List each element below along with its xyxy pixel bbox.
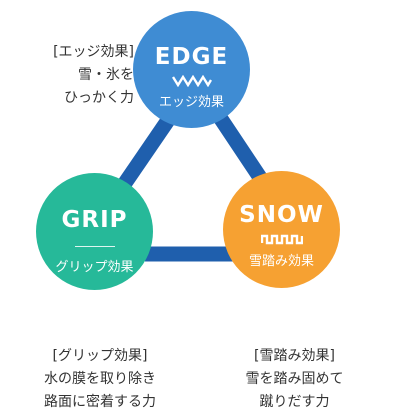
snow-note-heading: [雪踏み効果] — [254, 348, 335, 364]
edge-subtitle: エッジ効果 — [158, 95, 224, 110]
snow-note-line: 雪を踏み固めて — [245, 371, 344, 387]
square-wave-icon — [260, 234, 303, 245]
grip-note-heading: [グリップ効果] — [52, 348, 148, 364]
snow-circle: SNOW 雪踏み効果 — [223, 171, 340, 288]
edge-title: EDGE — [154, 44, 229, 70]
grip-title: GRIP — [61, 207, 128, 233]
snow-note-line: 蹴りだす力 — [259, 394, 330, 410]
edge-note: [エッジ効果] 雪・氷を ひっかく力 — [24, 41, 134, 110]
snow-subtitle: 雪踏み効果 — [248, 254, 314, 269]
edge-circle: EDGE エッジ効果 — [133, 11, 250, 128]
zigzag-icon — [171, 75, 212, 87]
grip-note: [グリップ効果] 水の膜を取り除き 路面に密着する力 — [20, 345, 180, 414]
grip-circle: GRIP グリップ効果 — [36, 173, 153, 290]
edge-note-heading: [エッジ効果] — [53, 44, 134, 60]
grip-divider — [74, 246, 115, 247]
grip-subtitle: グリップ効果 — [55, 260, 134, 275]
edge-note-line: 雪・氷を — [78, 67, 134, 83]
snow-note: [雪踏み効果] 雪を踏み固めて 蹴りだす力 — [222, 345, 367, 414]
grip-note-line: 路面に密着する力 — [44, 394, 156, 410]
edge-note-line: ひっかく力 — [64, 90, 134, 106]
grip-note-line: 水の膜を取り除き — [44, 371, 156, 387]
snow-title: SNOW — [239, 202, 324, 228]
